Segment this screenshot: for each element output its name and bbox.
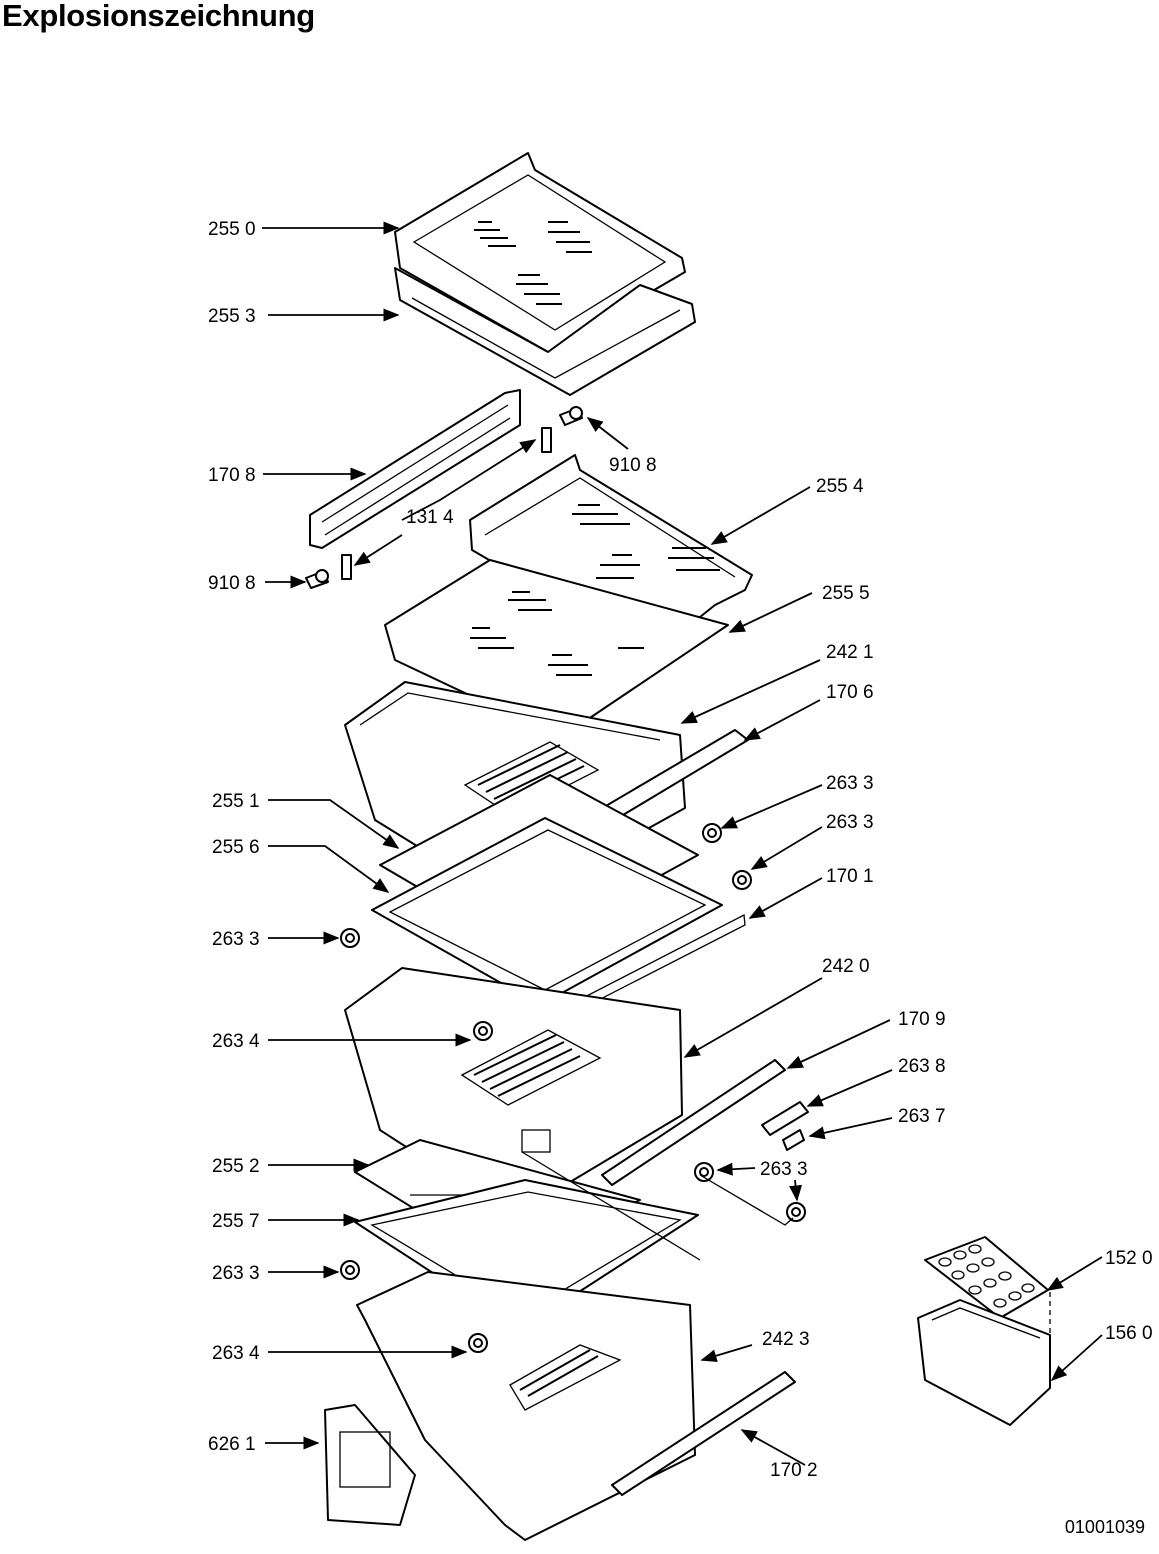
knob-part-g — [340, 1260, 360, 1280]
drawer-rail-lower-part — [611, 1371, 796, 1496]
part-label-6261: 626 1 — [208, 1434, 256, 1455]
egg-tray-part — [924, 1236, 1049, 1319]
part-label-2555: 255 5 — [822, 583, 870, 604]
knob-part-e — [694, 1162, 714, 1182]
leader-2423 — [700, 1344, 753, 1363]
part-label-1701: 170 1 — [826, 866, 874, 887]
part-label-2634a: 263 4 — [212, 1031, 260, 1052]
glass-shelf-top-part — [394, 152, 686, 353]
part-label-9108-lower: 910 8 — [208, 573, 256, 594]
leader-2551 — [268, 799, 400, 849]
egg-box-part — [917, 1292, 1051, 1426]
leader-2555 — [728, 592, 813, 633]
shelf-frame-part — [394, 267, 696, 396]
screw-part-lower — [305, 569, 329, 589]
leader-2421 — [680, 659, 821, 724]
leader-2633d-lower — [789, 1179, 802, 1202]
leader-2638 — [806, 1069, 893, 1107]
part-label-1520: 152 0 — [1105, 1248, 1153, 1269]
clip-part-lower — [341, 554, 352, 580]
assembly-line-drawer — [521, 1151, 701, 1261]
part-label-2420: 242 0 — [822, 956, 870, 977]
assembly-line-knob — [699, 1174, 794, 1226]
part-label-2550: 255 0 — [208, 219, 256, 240]
part-label-2553: 255 3 — [208, 306, 256, 327]
leader-2637 — [808, 1117, 893, 1140]
part-label-2633b: 263 3 — [826, 812, 874, 833]
leader-1314 — [401, 439, 537, 521]
slide-part-lower — [782, 1129, 805, 1151]
knob-part-b — [732, 870, 752, 890]
leader-2554 — [710, 486, 811, 545]
part-label-9108-upper: 910 8 — [609, 455, 657, 476]
glass-shelf-left-part — [384, 559, 729, 739]
part-label-2638: 263 8 — [898, 1056, 946, 1077]
part-label-2551: 255 1 — [212, 791, 260, 812]
leader-2420 — [683, 977, 823, 1058]
part-label-2633c: 263 3 — [212, 929, 260, 950]
crisper-drawer-lower-part — [356, 1271, 696, 1541]
part-label-2552: 255 2 — [212, 1156, 260, 1177]
side-rail-part — [309, 389, 521, 549]
part-label-2637: 263 7 — [898, 1106, 946, 1127]
part-label-2633d: 263 3 — [760, 1159, 808, 1180]
leader-2556 — [268, 845, 390, 893]
leader-1701 — [748, 877, 823, 919]
leader-1314-lower — [353, 534, 403, 566]
leader-2633b — [750, 826, 823, 870]
knob-part-a — [702, 823, 722, 843]
leader-2633a — [720, 784, 823, 829]
part-label-2423: 242 3 — [762, 1329, 810, 1350]
leader-2633d — [716, 1162, 756, 1176]
part-label-2634b: 263 4 — [212, 1343, 260, 1364]
page-title: Explosionszeichnung — [2, 0, 315, 33]
leader-1706 — [743, 699, 821, 741]
drawer-frame-upper-part — [371, 817, 746, 1032]
leader-1702 — [740, 1429, 806, 1466]
leader-1560 — [1050, 1334, 1103, 1382]
part-label-2557: 255 7 — [212, 1211, 260, 1232]
part-label-1706: 170 6 — [826, 682, 874, 703]
part-label-1709: 170 9 — [898, 1009, 946, 1030]
knob-part-c — [340, 928, 360, 948]
clip-part-upper — [541, 427, 552, 453]
part-label-1314: 131 4 — [406, 507, 454, 528]
document-number: 01001039 — [1064, 1517, 1145, 1537]
knob-part-d — [473, 1021, 493, 1041]
leader-1709 — [786, 1019, 891, 1069]
knob-part-h — [468, 1333, 488, 1353]
part-label-2554: 255 4 — [816, 476, 864, 497]
slide-part-upper — [761, 1101, 809, 1136]
leader-9108-upper — [586, 417, 629, 450]
part-label-2633a: 263 3 — [826, 773, 874, 794]
drawer-rail-middle-part — [601, 1059, 786, 1186]
knob-part-f — [786, 1202, 806, 1222]
part-label-2421: 242 1 — [826, 642, 874, 663]
part-label-1708: 170 8 — [208, 465, 256, 486]
label-plate-part — [324, 1404, 416, 1526]
part-label-1560: 156 0 — [1105, 1323, 1153, 1344]
part-label-1702: 170 2 — [770, 1460, 818, 1481]
part-label-2556: 255 6 — [212, 837, 260, 858]
screw-part-upper — [559, 406, 583, 426]
leader-1520 — [1046, 1256, 1103, 1291]
part-label-2633e: 263 3 — [212, 1263, 260, 1284]
